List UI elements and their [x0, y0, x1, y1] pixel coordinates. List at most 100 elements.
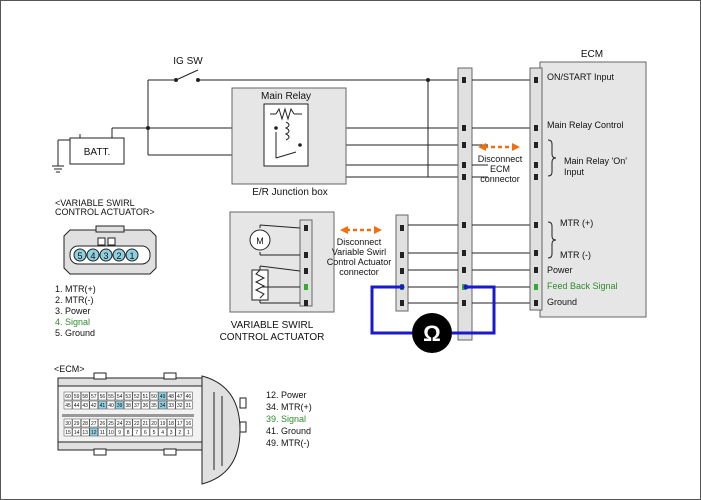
- disconnect-ecm-line3: connector: [480, 174, 520, 184]
- ecm-pin: [63, 391, 73, 401]
- ecm-pin: [80, 391, 90, 401]
- ecm-pin-number: 31: [186, 403, 192, 409]
- vsca-conn-title-2: CONTROL ACTUATOR>: [55, 207, 155, 217]
- ecm-pin: [175, 427, 185, 437]
- ecm-pin-main-relay-control: Main Relay Control: [547, 120, 624, 130]
- ecm-pin: [63, 427, 73, 437]
- battery: BATT.: [52, 128, 125, 173]
- ecm-pin-number: 23: [125, 421, 131, 427]
- ecm-pin: [184, 391, 193, 401]
- ecm-pin-list-item: 49. MTR(-): [266, 438, 310, 448]
- ohmmeter: [412, 313, 452, 353]
- ecm-pin-number: 60: [65, 394, 71, 400]
- ecm-pin: [141, 427, 150, 437]
- ecm-pin-number: 10: [108, 430, 114, 436]
- disconnect-vsca-line3: Control Actuator: [327, 257, 392, 267]
- ecm-pin-on-start: ON/START Input: [547, 72, 615, 82]
- ecm-pin: [106, 418, 116, 428]
- ecm-pin-number: 6: [144, 430, 147, 436]
- ecm-pin-number: 43: [82, 403, 88, 409]
- ecm-pin: [106, 427, 116, 437]
- ecm-pin-number: 7: [135, 430, 138, 436]
- ecm-pin-main-relay-on-1: Main Relay 'On': [564, 156, 627, 166]
- ecm-pin: [98, 391, 107, 401]
- vsca-box: M VARIABLE SWIRL CONTROL ACTUATOR: [220, 211, 335, 343]
- vsca-label-line2: CONTROL ACTUATOR: [220, 332, 325, 343]
- vsca-harness-connector: [395, 214, 458, 312]
- ecm-pin-number: 19: [160, 421, 166, 427]
- ecm-pin-number: 20: [151, 421, 157, 427]
- ecm-pin: [175, 391, 185, 401]
- vsca-connector-face: <VARIABLE SWIRL CONTROL ACTUATOR>: [55, 198, 157, 275]
- ecm-pin-number: 33: [168, 403, 174, 409]
- vsca-pin-list-item: 5. Ground: [55, 328, 95, 338]
- vsca-pin-number: 4: [90, 251, 95, 261]
- ecm-pin-number: 29: [74, 421, 80, 427]
- ecm-pin-number: 59: [74, 394, 80, 400]
- ecm-pin: [63, 400, 73, 410]
- vsca-pin: [99, 248, 113, 262]
- ecm-connector-bar: [457, 67, 473, 341]
- ecm-pin: [166, 391, 176, 401]
- ecm-title: ECM: [581, 49, 603, 60]
- ecm-pin-number: 35: [151, 403, 157, 409]
- ecm-pin: [80, 427, 90, 437]
- ecm-pin: [141, 418, 150, 428]
- ecm-pin: [158, 391, 167, 401]
- ohmmeter-loop: Ω: [370, 284, 496, 353]
- motor-label: M: [256, 236, 264, 246]
- ig-switch-label: IG SW: [173, 56, 203, 67]
- er-junction-box: Main Relay E/R Junction box: [231, 87, 347, 198]
- ecm-pin-number: 38: [125, 403, 131, 409]
- ecm-pin-number: 24: [117, 421, 123, 427]
- ecm-pin-number: 51: [143, 394, 149, 400]
- battery-label: BATT.: [84, 147, 110, 158]
- er-junction-label: E/R Junction box: [252, 187, 328, 198]
- ecm-pin: [141, 400, 150, 410]
- ecm-pin-number: 22: [134, 421, 140, 427]
- ecm-pin-number: 15: [65, 430, 71, 436]
- vsca-pin: [86, 248, 100, 262]
- ecm-pin: [115, 418, 124, 428]
- ecm-pin: [80, 400, 90, 410]
- vsca-pin-number: 5: [77, 251, 82, 261]
- vsca-pin: [112, 248, 126, 262]
- ecm-pin-number: 45: [65, 403, 71, 409]
- ecm-pin-number: 14: [74, 430, 80, 436]
- ecm-pin-number: 48: [168, 394, 174, 400]
- ecm-pin-number: 52: [134, 394, 140, 400]
- ecm-pin-list-item: 34. MTR(+): [266, 402, 312, 412]
- vsca-pin-list-item: 3. Power: [55, 306, 91, 316]
- ecm-pin-number: 30: [65, 421, 71, 427]
- ecm-pin: [132, 427, 142, 437]
- disconnect-ecm-line2: ECM: [490, 164, 510, 174]
- ecm-pin: [98, 427, 107, 437]
- vsca-pin-list-item: 1. MTR(+): [55, 284, 96, 294]
- ecm-pin: [72, 427, 81, 437]
- vsca-pin-list-item: 4. Signal: [55, 317, 90, 327]
- ecm-pin: [72, 391, 81, 401]
- ecm-pin: [123, 427, 133, 437]
- ecm-pin: [166, 400, 176, 410]
- ecm-pin: [115, 400, 124, 410]
- ecm-pin-number: 1: [187, 430, 190, 436]
- vsca-pin: [125, 248, 139, 262]
- ecm-pin-ground: Ground: [547, 297, 577, 307]
- ecm-pin-list-item: 39. Signal: [266, 414, 306, 424]
- ecm-pin-number: 40: [108, 403, 114, 409]
- ecm-pin: [132, 391, 142, 401]
- ecm-pin-number: 28: [82, 421, 88, 427]
- ecm-pin-number: 27: [91, 421, 97, 427]
- ecm-pin: [72, 400, 81, 410]
- ecm-pin-number: 56: [100, 394, 106, 400]
- ecm-pin: [132, 400, 142, 410]
- ecm-pin: [149, 418, 159, 428]
- ecm-pin: [149, 400, 159, 410]
- ecm-pin: [158, 427, 167, 437]
- ecm-pin: [63, 418, 73, 428]
- ecm-pin-number: 34: [160, 403, 166, 409]
- ecm-pin-number: 13: [82, 430, 88, 436]
